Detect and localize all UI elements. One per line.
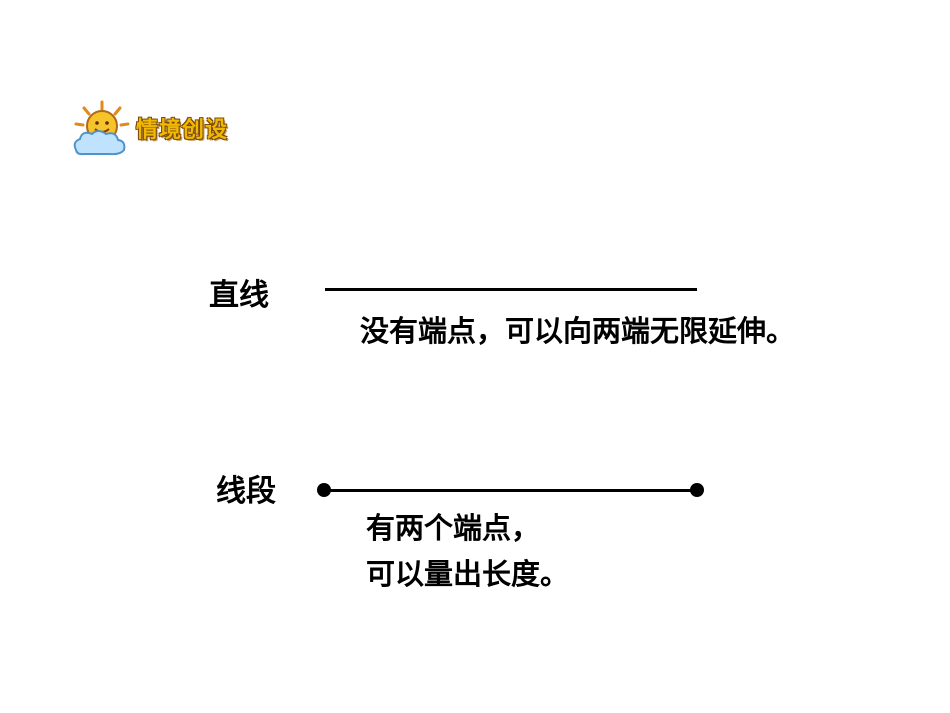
line-segment-description-line1: 有两个端点， (366, 511, 541, 545)
term-line-segment: 线段 (216, 474, 276, 509)
segment-endpoint-right (690, 483, 704, 497)
term-straight-line: 直线 (209, 278, 269, 313)
line-segment-figure (324, 489, 697, 492)
section-badge: 情境创设 (70, 98, 260, 160)
line-segment-description-line2: 可以量出长度。 (366, 557, 570, 591)
straight-line-description: 没有端点，可以向两端无限延伸。 (360, 314, 796, 348)
sun-cloud-icon (73, 100, 130, 156)
straight-line-figure (325, 288, 697, 291)
badge-title: 情境创设 (136, 118, 229, 143)
segment-endpoint-left (317, 483, 331, 497)
